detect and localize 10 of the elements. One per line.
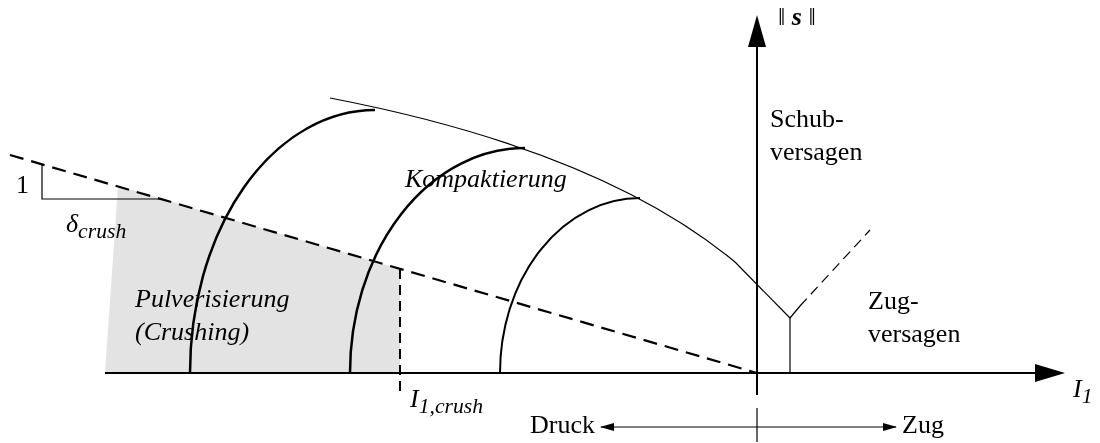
axis-label: I$_{1,crush}$ [410,383,484,421]
direction-label: Druck [530,410,595,440]
axis-label: I$_{1}$ [1073,373,1093,411]
axis-label: ‖ s ‖ [778,1,816,33]
direction-label: Zug [902,410,944,440]
region-label: Zug- versagen [868,285,962,350]
slope-label: 1 [16,169,29,201]
slope-label: δ$_{crush}$ [66,208,127,246]
double-arrow [600,423,897,431]
region-label: Schub- versagen [770,103,864,168]
